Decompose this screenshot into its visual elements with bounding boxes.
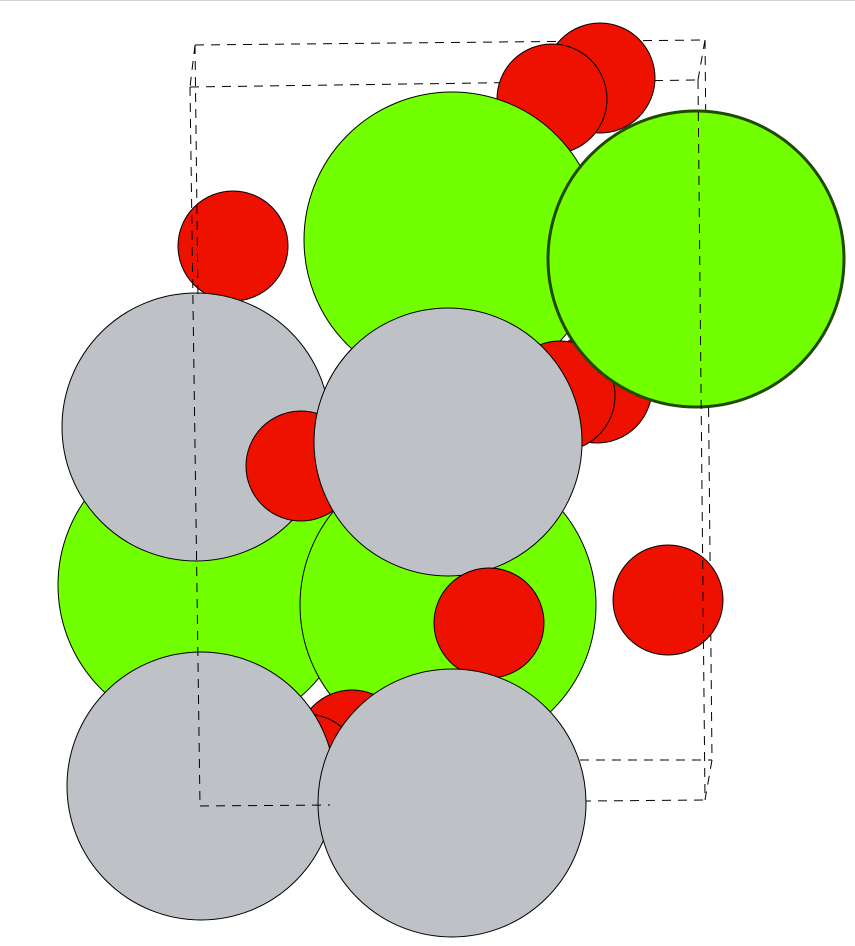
viewport-top-border	[0, 0, 855, 1]
cell-edge	[189, 44, 196, 88]
cell-edge	[194, 44, 199, 301]
cell-edge	[189, 86, 201, 807]
red-atom[interactable]	[433, 567, 545, 679]
cell-edge	[194, 39, 706, 46]
grey-atom[interactable]	[313, 307, 583, 577]
cell-edge	[697, 39, 706, 81]
unit-cell-front-edges	[189, 44, 706, 807]
grey-atom[interactable]	[317, 668, 587, 938]
green-atom-top-right[interactable]	[546, 109, 846, 409]
grey-atom[interactable]	[66, 651, 336, 921]
cell-edge	[697, 79, 706, 801]
atoms	[57, 22, 846, 938]
cell-edge	[704, 759, 713, 801]
red-atom[interactable]	[612, 544, 724, 656]
red-atom[interactable]	[177, 190, 289, 302]
cell-edge	[199, 804, 331, 807]
